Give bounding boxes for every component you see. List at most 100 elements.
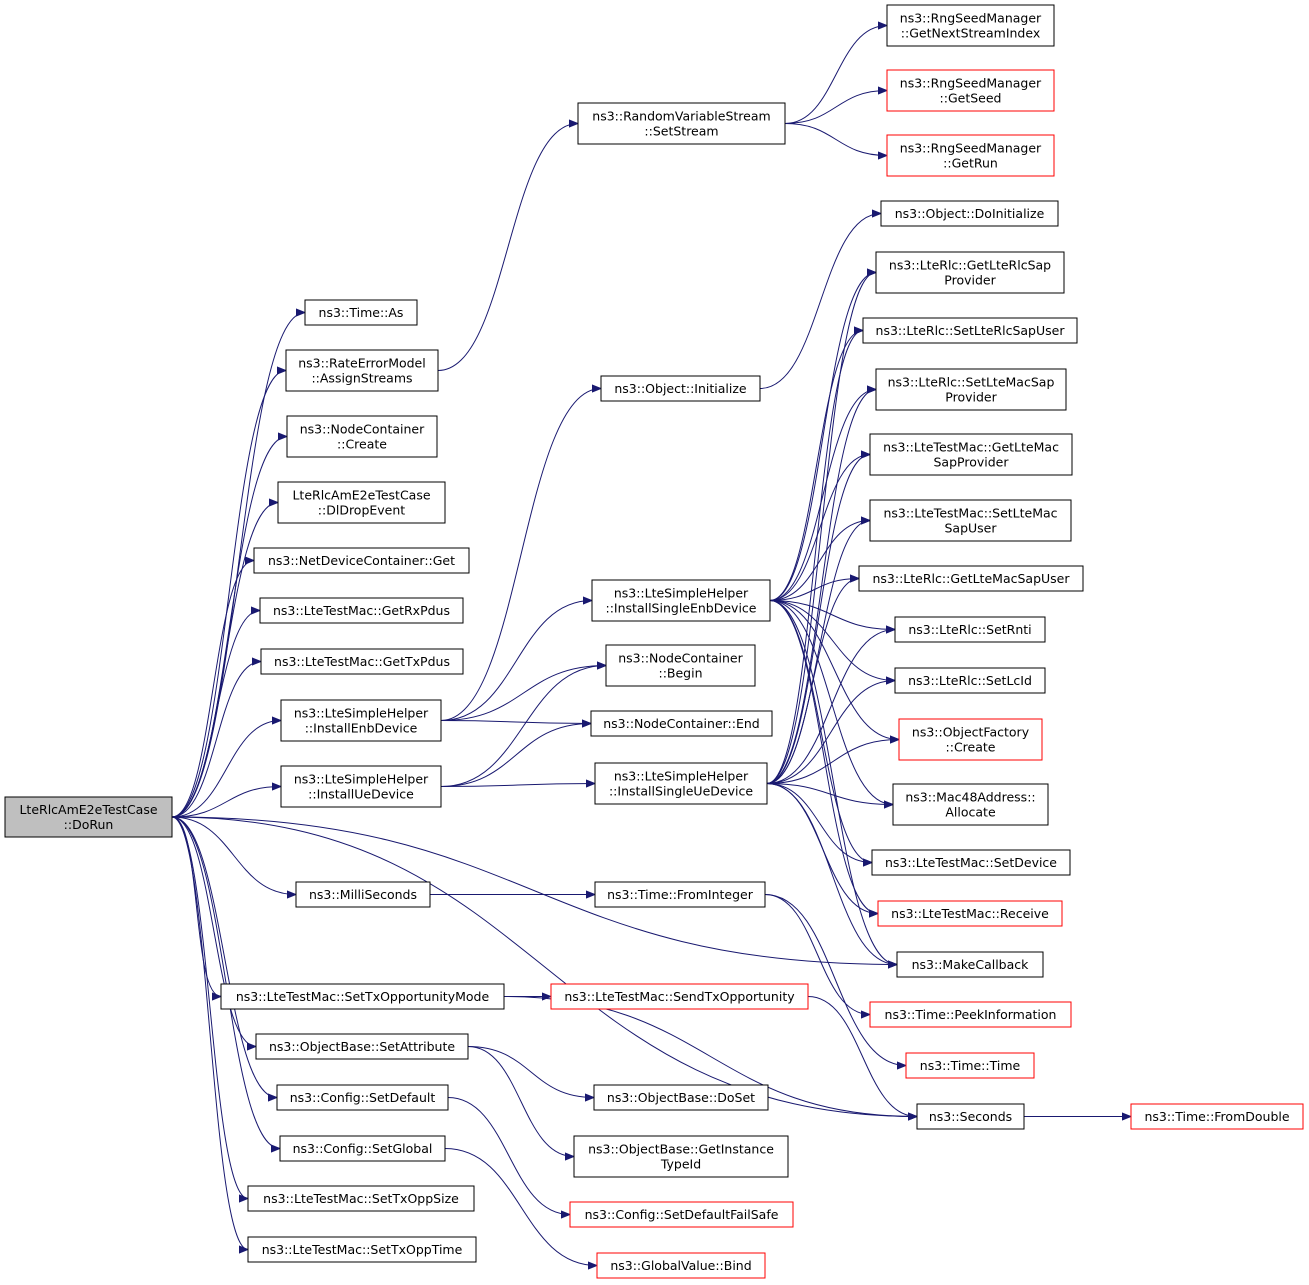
node-box (259, 597, 464, 624)
node-box (253, 547, 470, 574)
node-rlc_setsapuser[interactable]: ns3::LteRlc::SetLteRlcSapUser (862, 317, 1078, 344)
node-objfactory_create[interactable]: ns3::ObjectFactory::Create (898, 718, 1043, 761)
node-label: ns3::RngSeedManager (900, 141, 1042, 156)
node-time_time[interactable]: ns3::Time::Time (905, 1052, 1035, 1079)
node-box (255, 1033, 469, 1060)
node-time_peek[interactable]: ns3::Time::PeekInformation (869, 1001, 1072, 1028)
node-box (590, 710, 773, 737)
edge-install_single_ue-to-makecallback (766, 783, 897, 965)
edge-config_setdefault-to-config_failsafe (447, 1097, 570, 1215)
node-root[interactable]: LteRlcAmE2eTestCase::DoRun (4, 796, 173, 838)
node-box (285, 349, 439, 392)
node-label: SapProvider (934, 455, 1010, 470)
edge-root-to-config_setglobal (171, 816, 280, 1149)
node-config_failsafe[interactable]: ns3::Config::SetDefaultFailSafe (569, 1201, 794, 1228)
node-box (875, 368, 1067, 411)
node-label: ns3::LteTestMac::GetRxPdus (273, 603, 450, 618)
node-getrxpdus[interactable]: ns3::LteTestMac::GetRxPdus (259, 597, 464, 624)
node-box (295, 881, 431, 908)
edge-install_single_ue-to-mac_setdevice (766, 783, 872, 863)
node-box (280, 699, 442, 742)
edge-root-to-settxoppmode (171, 816, 222, 997)
node-time_as[interactable]: ns3::Time::As (304, 299, 418, 326)
node-install_ue[interactable]: ns3::LteSimpleHelper::InstallUeDevice (280, 765, 442, 808)
node-settxopptime[interactable]: ns3::LteTestMac::SetTxOppTime (247, 1236, 477, 1263)
node-label: ::DoRun (64, 817, 114, 832)
node-label: ns3::Seconds (929, 1109, 1012, 1124)
node-obj_initialize[interactable]: ns3::Object::Initialize (600, 375, 761, 402)
node-label: ns3::Time::Time (920, 1058, 1021, 1073)
node-rng_nextstream[interactable]: ns3::RngSeedManager::GetNextStreamIndex (886, 4, 1055, 47)
node-objbase_doset[interactable]: ns3::ObjectBase::DoSet (593, 1084, 769, 1111)
node-box (858, 565, 1084, 592)
node-install_single_enb[interactable]: ns3::LteSimpleHelper::InstallSingleEnbDe… (591, 579, 771, 622)
node-label: ns3::LteTestMac::SendTxOpportunity (564, 989, 795, 1004)
node-netdev_get[interactable]: ns3::NetDeviceContainer::Get (253, 547, 470, 574)
node-globalvalue_bind[interactable]: ns3::GlobalValue::Bind (596, 1252, 766, 1279)
node-dldrop[interactable]: LteRlcAmE2eTestCase::DlDropEvent (277, 481, 446, 524)
node-time_frominteger[interactable]: ns3::Time::FromInteger (594, 881, 766, 908)
node-label: ns3::Config::SetGlobal (293, 1141, 433, 1156)
edge-install_single_ue-to-rlc_setrnti (766, 630, 895, 784)
edge-install_single_enb-to-rlc_getsapprov (769, 273, 876, 601)
node-settxoppsize[interactable]: ns3::LteTestMac::SetTxOppSize (247, 1185, 475, 1212)
node-rng_getrun[interactable]: ns3::RngSeedManager::GetRun (886, 134, 1055, 177)
node-label: ns3::Time::As (319, 305, 404, 320)
node-label: ::InstallUeDevice (308, 787, 414, 802)
node-sendtxopp[interactable]: ns3::LteTestMac::SendTxOpportunity (550, 983, 809, 1010)
node-label: ns3::LteRlc::SetLteMacSap (888, 375, 1055, 390)
node-label: ns3::RngSeedManager (900, 11, 1042, 26)
node-config_setdefault[interactable]: ns3::Config::SetDefault (276, 1084, 449, 1111)
node-nodecont_create[interactable]: ns3::NodeContainer::Create (286, 415, 438, 458)
node-makecallback[interactable]: ns3::MakeCallback (896, 951, 1044, 978)
node-rlc_setrnti[interactable]: ns3::LteRlc::SetRnti (894, 616, 1046, 643)
edge-root-to-rate_err (171, 371, 286, 818)
node-install_enb[interactable]: ns3::LteSimpleHelper::InstallEnbDevice (280, 699, 442, 742)
node-milliseconds[interactable]: ns3::MilliSeconds (295, 881, 431, 908)
node-rate_err[interactable]: ns3::RateErrorModel::AssignStreams (285, 349, 439, 392)
node-settxoppmode[interactable]: ns3::LteTestMac::SetTxOpportunityMode (220, 983, 505, 1010)
node-box (880, 200, 1059, 227)
node-label: SapUser (944, 521, 997, 536)
node-mac_receive[interactable]: ns3::LteTestMac::Receive (877, 900, 1063, 927)
node-rlc_getmacsapuser[interactable]: ns3::LteRlc::GetLteMacSapUser (858, 565, 1084, 592)
node-label: ns3::NodeContainer::End (603, 716, 759, 731)
node-time_fromdouble[interactable]: ns3::Time::FromDouble (1130, 1103, 1304, 1130)
node-label: ns3::ObjectBase::GetInstance (588, 1142, 774, 1157)
node-box (220, 983, 505, 1010)
node-nodecont_end[interactable]: ns3::NodeContainer::End (590, 710, 773, 737)
node-install_single_ue[interactable]: ns3::LteSimpleHelper::InstallSingleUeDev… (594, 762, 768, 805)
node-nodecont_begin[interactable]: ns3::NodeContainer::Begin (605, 644, 756, 687)
node-config_setglobal[interactable]: ns3::Config::SetGlobal (279, 1135, 446, 1162)
node-box (4, 796, 173, 838)
node-label: LteRlcAmE2eTestCase (292, 488, 430, 503)
edge-install_ue-to-install_single_ue (440, 784, 595, 787)
edge-rvs_setstream-to-rng_nextstream (784, 26, 887, 124)
node-mac_setdevice[interactable]: ns3::LteTestMac::SetDevice (871, 849, 1071, 876)
node-rvs_setstream[interactable]: ns3::RandomVariableStream::SetStream (577, 102, 786, 145)
node-obj_doinit[interactable]: ns3::Object::DoInitialize (880, 200, 1059, 227)
edge-install_single_ue-to-rlc_setmacsapprov (766, 390, 876, 784)
node-label: Provider (944, 273, 996, 288)
node-label: Provider (945, 390, 997, 405)
node-label: ::Begin (658, 666, 702, 681)
node-label: ns3::MakeCallback (912, 957, 1030, 972)
node-objbase_setattr[interactable]: ns3::ObjectBase::SetAttribute (255, 1033, 469, 1060)
edge-objbase_setattr-to-objbase_doset (467, 1046, 594, 1098)
node-rlc_setlcid[interactable]: ns3::LteRlc::SetLcId (894, 667, 1046, 694)
node-gettxpdus[interactable]: ns3::LteTestMac::GetTxPdus (260, 648, 464, 675)
node-seconds[interactable]: ns3::Seconds (916, 1103, 1025, 1130)
node-mac48_allocate[interactable]: ns3::Mac48Address::Allocate (892, 783, 1049, 826)
node-label: ns3::LteTestMac::SetDevice (885, 855, 1057, 870)
edge-install_enb-to-nodecont_begin (440, 666, 606, 721)
edge-root-to-install_enb (171, 721, 281, 818)
node-label: ns3::LteSimpleHelper (614, 769, 749, 784)
node-rng_getseed[interactable]: ns3::RngSeedManager::GetSeed (886, 69, 1055, 112)
node-label: ::GetNextStreamIndex (901, 26, 1040, 41)
node-label: ::GetSeed (940, 91, 1002, 106)
